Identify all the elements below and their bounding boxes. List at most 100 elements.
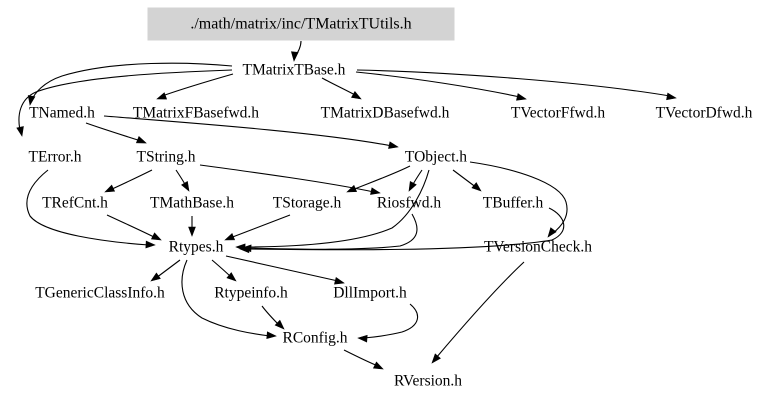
graph-node-root[interactable]: ./math/matrix/inc/TMatrixTUtils.h bbox=[147, 7, 455, 41]
edge-layer bbox=[16, 40, 677, 370]
graph-edge bbox=[351, 165, 411, 191]
graph-edge bbox=[355, 71, 521, 98]
graph-node-label: TMatrixDBasefwd.h bbox=[321, 105, 450, 122]
graph-node-label: TVersionCheck.h bbox=[484, 239, 592, 256]
graph-edge bbox=[435, 261, 525, 359]
edge-arrowhead bbox=[135, 135, 147, 144]
graph-edge bbox=[155, 259, 181, 279]
graph-node-Rtypeinfo[interactable]: Rtypeinfo.h bbox=[214, 285, 288, 302]
graph-edge bbox=[85, 122, 142, 142]
edge-arrowhead bbox=[274, 319, 285, 330]
graph-node-label: TGenericClassInfo.h bbox=[35, 285, 165, 302]
graph-node-TStorage[interactable]: TStorage.h bbox=[273, 195, 342, 212]
edge-arrowhead bbox=[104, 184, 116, 193]
edge-arrowhead bbox=[547, 227, 557, 238]
edge-arrowhead bbox=[150, 272, 161, 282]
edge-arrowhead bbox=[431, 353, 441, 364]
graph-node-label: TRefCnt.h bbox=[42, 195, 108, 212]
graph-node-label: TMatrixTBase.h bbox=[243, 62, 346, 79]
graph-node-label: RVersion.h bbox=[394, 373, 462, 390]
edge-arrowhead bbox=[372, 361, 384, 370]
graph-node-Rtypes[interactable]: Rtypes.h bbox=[169, 239, 224, 256]
graph-node-label: Rtypeinfo.h bbox=[214, 285, 288, 302]
graph-edge bbox=[321, 77, 358, 97]
edge-arrowhead bbox=[334, 277, 345, 285]
edge-arrowhead bbox=[16, 126, 24, 137]
edge-arrowhead bbox=[516, 93, 527, 101]
graph-node-TBuffer[interactable]: TBuffer.h bbox=[483, 195, 544, 212]
edge-arrowhead bbox=[181, 181, 190, 192]
graph-edge bbox=[229, 214, 291, 239]
graph-edge bbox=[452, 169, 478, 189]
graph-node-TMatrixTBase[interactable]: TMatrixTBase.h bbox=[243, 62, 346, 79]
graph-edge bbox=[363, 303, 419, 339]
graph-edge bbox=[241, 169, 430, 248]
graph-node-label: TNamed.h bbox=[29, 105, 95, 122]
graph-node-TNamed[interactable]: TNamed.h bbox=[29, 105, 95, 122]
edge-arrowhead bbox=[27, 95, 36, 106]
graph-edge bbox=[106, 214, 157, 239]
edge-arrowhead bbox=[370, 187, 381, 195]
edge-arrowhead bbox=[357, 334, 368, 343]
graph-node-label: DllImport.h bbox=[333, 285, 407, 302]
graph-edge bbox=[199, 164, 375, 193]
graph-node-RVersion[interactable]: RVersion.h bbox=[394, 373, 462, 390]
graph-node-TMatrixFBasefwd[interactable]: TMatrixFBasefwd.h bbox=[133, 105, 259, 122]
edge-arrowhead bbox=[156, 92, 168, 100]
edge-arrowhead bbox=[388, 141, 399, 149]
edge-arrowhead bbox=[471, 182, 482, 192]
graph-node-label: TMathBase.h bbox=[150, 195, 234, 212]
graph-edge bbox=[245, 207, 565, 251]
edge-arrowhead bbox=[224, 232, 236, 241]
edge-arrowhead bbox=[666, 92, 677, 101]
graph-node-TGenericClassInfo[interactable]: TGenericClassInfo.h bbox=[35, 285, 165, 302]
graph-edge bbox=[103, 115, 393, 147]
graph-node-RConfig[interactable]: RConfig.h bbox=[282, 330, 347, 347]
edge-arrowhead bbox=[239, 245, 250, 254]
graph-edge bbox=[30, 62, 233, 103]
graph-edge bbox=[469, 161, 568, 235]
edge-arrowhead bbox=[346, 184, 358, 193]
graph-node-label: TObject.h bbox=[405, 149, 467, 166]
graph-node-label: TVectorDfwd.h bbox=[656, 105, 753, 122]
graph-node-DllImport[interactable]: DllImport.h bbox=[333, 285, 407, 302]
edge-arrowhead bbox=[290, 51, 299, 62]
graph-edge bbox=[225, 255, 339, 282]
edge-arrowhead bbox=[408, 180, 417, 192]
graph-node-label: TString.h bbox=[137, 149, 196, 166]
graph-node-label: Riosfwd.h bbox=[377, 195, 441, 212]
edge-arrowhead bbox=[188, 226, 196, 237]
graph-edge bbox=[161, 73, 234, 97]
graph-node-label: TStorage.h bbox=[273, 195, 342, 212]
graph-edge bbox=[343, 349, 379, 367]
edge-arrowhead bbox=[266, 331, 277, 340]
graph-node-label: ./math/matrix/inc/TMatrixTUtils.h bbox=[190, 16, 411, 33]
graph-edge bbox=[356, 69, 671, 97]
edge-arrowhead bbox=[145, 240, 156, 249]
graph-node-Riosfwd[interactable]: Riosfwd.h bbox=[377, 195, 441, 212]
root-node-box bbox=[147, 7, 455, 41]
graph-node-TVersionCheck[interactable]: TVersionCheck.h bbox=[484, 239, 592, 256]
graph-node-TMathBase[interactable]: TMathBase.h bbox=[150, 195, 234, 212]
graph-node-TString[interactable]: TString.h bbox=[137, 149, 196, 166]
edge-arrowhead bbox=[226, 272, 237, 282]
graph-node-TVectorFfwd[interactable]: TVectorFfwd.h bbox=[511, 105, 606, 122]
graph-node-TError[interactable]: TError.h bbox=[29, 149, 82, 166]
graph-node-TMatrixDBasefwd[interactable]: TMatrixDBasefwd.h bbox=[321, 105, 450, 122]
graph-node-label: TError.h bbox=[29, 149, 82, 166]
graph-node-label: TVectorFfwd.h bbox=[511, 105, 606, 122]
graph-edge bbox=[18, 69, 233, 131]
graph-node-TRefCnt[interactable]: TRefCnt.h bbox=[42, 195, 108, 212]
edge-arrowhead bbox=[150, 232, 162, 241]
graph-node-TVectorDfwd[interactable]: TVectorDfwd.h bbox=[656, 105, 753, 122]
graph-node-label: TMatrixFBasefwd.h bbox=[133, 105, 259, 122]
graph-node-label: TBuffer.h bbox=[483, 195, 544, 212]
graph-edge bbox=[181, 259, 271, 337]
edge-arrowhead bbox=[351, 91, 362, 100]
graph-node-TObject[interactable]: TObject.h bbox=[405, 149, 467, 166]
graph-edge bbox=[247, 213, 418, 250]
graph-node-label: Rtypes.h bbox=[169, 239, 224, 256]
graph-edge bbox=[26, 169, 150, 246]
